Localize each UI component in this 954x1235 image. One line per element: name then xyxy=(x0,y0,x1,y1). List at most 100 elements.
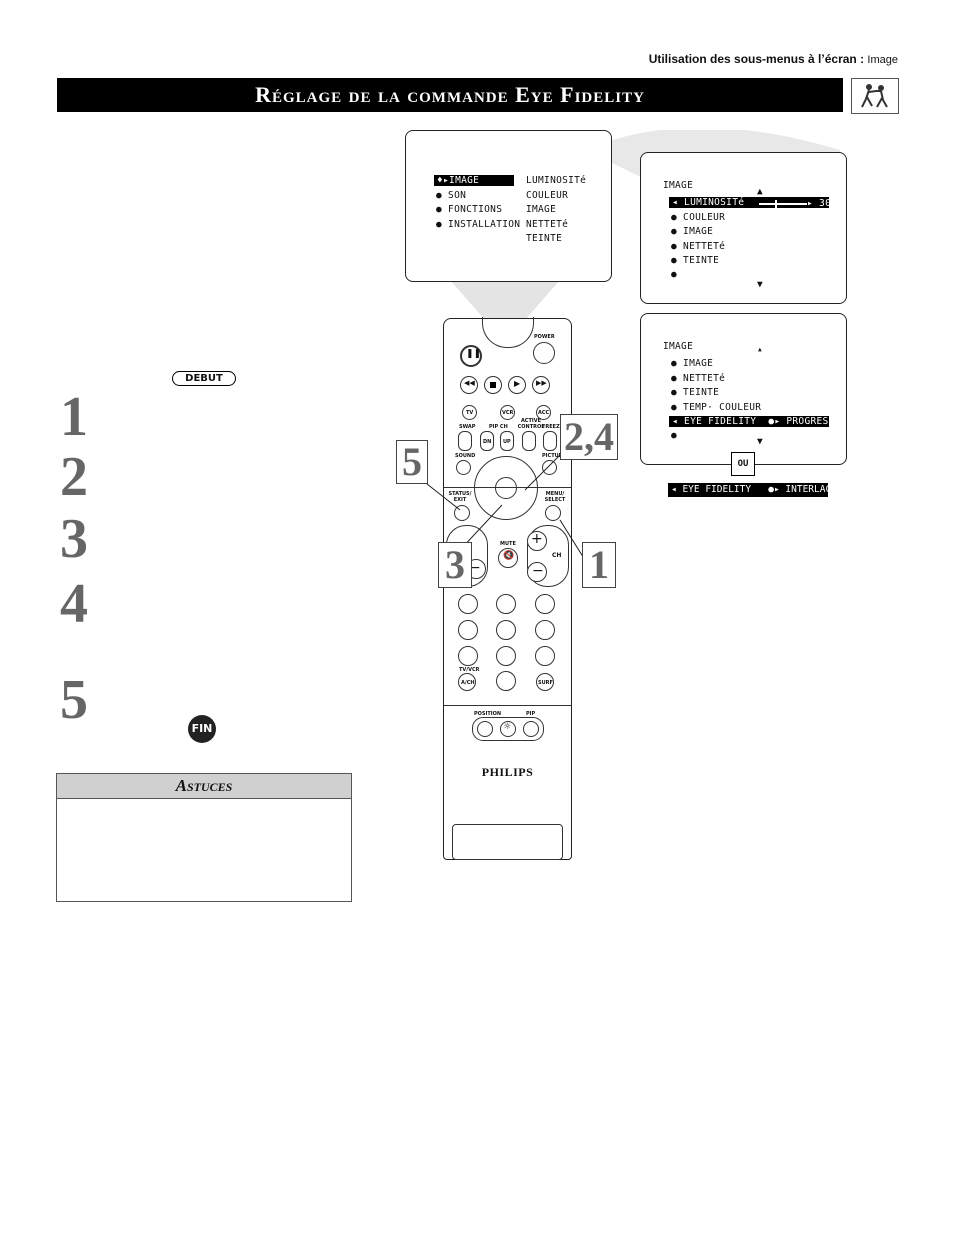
rewind-button[interactable]: ◀◀ xyxy=(460,376,478,394)
pip-ch-up-button[interactable]: UP xyxy=(500,431,514,451)
remote-control: POWER ❚❚ ◀◀ ▶ ▶▶ TV VCR ACC SWAP PIP CH … xyxy=(443,317,572,860)
channel-up-button[interactable]: + xyxy=(527,531,547,551)
digit-button-3[interactable] xyxy=(535,594,555,614)
callout-step-5: 5 xyxy=(396,440,428,484)
pip-position-button[interactable] xyxy=(477,721,493,737)
image-menu-1-item: ● IMAGE xyxy=(671,226,714,237)
image-menu-1-title: IMAGE xyxy=(663,180,694,191)
submenu-nettete: NETTETé xyxy=(526,219,569,230)
fast-forward-button[interactable]: ▶▶ xyxy=(532,376,550,394)
main-menu-item-installation: ● INSTALLATION xyxy=(436,219,521,230)
status-exit-label: STATUS/ EXIT xyxy=(448,491,472,503)
digit-button-5[interactable] xyxy=(496,620,516,640)
submenu-teinte: TEINTE xyxy=(526,233,563,244)
image-menu-1-item: ● TEINTE xyxy=(671,255,720,266)
acc-button[interactable]: ACC xyxy=(536,405,551,420)
fin-badge: FIN xyxy=(188,715,216,743)
freeze-button[interactable] xyxy=(543,431,557,451)
position-label: POSITION xyxy=(474,711,502,717)
more-items-icon: ● xyxy=(671,269,678,280)
scroll-down-arrow-icon: ▼ xyxy=(757,436,764,447)
channel-down-button[interactable]: − xyxy=(527,562,547,582)
ch-label: CH xyxy=(552,552,562,559)
divider-line xyxy=(444,487,571,488)
pip-ch-down-button[interactable]: DN xyxy=(480,431,494,451)
power-button[interactable] xyxy=(533,342,555,364)
pip-sun-button[interactable]: ☼ xyxy=(500,721,516,737)
image-menu-2-item: ● TEINTE xyxy=(671,387,720,398)
callout-step-2-4: 2,4 xyxy=(560,414,618,460)
tips-title: Astuces xyxy=(57,774,351,799)
pipch-label: PIP CH xyxy=(489,424,508,430)
digit-button-8[interactable] xyxy=(496,646,516,666)
picture-button[interactable] xyxy=(542,460,557,475)
image-menu-1-item: ● NETTETé xyxy=(671,241,726,252)
ir-window-icon xyxy=(482,317,534,348)
freeze-label: FREEZE xyxy=(542,424,564,430)
header-subsection: Image xyxy=(867,54,898,66)
or-label: OU xyxy=(731,452,755,476)
scroll-up-arrow-icon: ▲ xyxy=(757,186,764,197)
vcr-button[interactable]: VCR xyxy=(500,405,515,420)
digit-button-2[interactable] xyxy=(496,594,516,614)
sound-label: SOUND xyxy=(455,453,476,459)
sound-button[interactable] xyxy=(456,460,471,475)
step-number-5: 5 xyxy=(60,669,88,731)
power-label: POWER xyxy=(534,334,555,340)
more-items-icon: ● xyxy=(671,430,678,441)
step-number-3: 3 xyxy=(60,508,88,570)
eye-fidelity-interlaced-bar: ◂ EYE FIDELITY ●▸ INTERLACED xyxy=(668,483,843,497)
image-menu-2-item: ● IMAGE xyxy=(671,358,714,369)
active-control-button[interactable] xyxy=(522,431,536,451)
image-menu-screen-1: IMAGE ▲ ◂ LUMINOSITé ▸ 30 ● COULEUR ● IM… xyxy=(640,152,847,304)
eye-fidelity-selected-row: ◂ EYE FIDELITY ●▸ PROGRESSIVE xyxy=(669,416,852,427)
menu-select-button[interactable] xyxy=(545,505,561,521)
step-number-1: 1 xyxy=(60,386,88,448)
submenu-image: IMAGE xyxy=(526,204,557,215)
digit-button-6[interactable] xyxy=(535,620,555,640)
submenu-luminosite: LUMINOSITé xyxy=(526,175,587,186)
image-menu-2-item: ● NETTETé xyxy=(671,373,726,384)
mute-button[interactable]: 🔇 xyxy=(498,548,518,568)
luminosite-value: ▸ 30 xyxy=(807,198,832,209)
digit-button-1[interactable] xyxy=(458,594,478,614)
tv-button[interactable]: TV xyxy=(462,405,477,420)
digit-button-4[interactable] xyxy=(458,620,478,640)
page-title-bar: Réglage de la commande Eye Fidelity xyxy=(57,78,843,112)
main-menu-item-fonctions: ● FONCTIONS xyxy=(436,204,503,215)
step-number-2: 2 xyxy=(60,446,88,508)
ach-button[interactable]: A/CH xyxy=(458,673,476,691)
brand-logo: PHILIPS xyxy=(481,765,534,779)
active-control-label: ACTIVE CONTROL xyxy=(517,418,545,430)
pip-button[interactable] xyxy=(523,721,539,737)
pip-label: PIP xyxy=(526,711,536,717)
digit-button-9[interactable] xyxy=(535,646,555,666)
pip-control-group xyxy=(472,717,544,741)
picture-label: PICTURE xyxy=(542,453,566,459)
menu-select-label: MENU/ SELECT xyxy=(544,491,566,503)
scroll-updown-arrow-icon: ▴ xyxy=(757,344,764,355)
slider-thumb-icon xyxy=(775,200,777,208)
main-menu-screen: ♦▸IMAGE ● SON ● FONCTIONS ● INSTALLATION… xyxy=(405,130,612,282)
image-menu-screen-2: IMAGE ▴ ● IMAGE ● NETTETé ● TEINTE ● TEM… xyxy=(640,313,852,465)
pause-button[interactable]: ❚❚ xyxy=(460,345,482,367)
tvvcr-label: TV/VCR xyxy=(459,667,480,673)
swap-button[interactable] xyxy=(458,431,472,451)
divider-line xyxy=(444,705,571,706)
surf-button[interactable]: SURF xyxy=(536,673,554,691)
digit-button-7[interactable] xyxy=(458,646,478,666)
main-menu-item-son: ● SON xyxy=(436,190,467,201)
play-button[interactable]: ▶ xyxy=(508,376,526,394)
submenu-couleur: COULEUR xyxy=(526,190,569,201)
navigation-center-button[interactable] xyxy=(495,477,517,499)
digit-button-0[interactable] xyxy=(496,671,516,691)
swap-label: SWAP xyxy=(459,424,476,430)
image-menu-1-item: ● COULEUR xyxy=(671,212,726,223)
mute-label: MUTE xyxy=(500,541,516,547)
luminosite-slider-icon xyxy=(759,203,807,205)
channel-rocker[interactable] xyxy=(527,525,569,587)
running-header: Utilisation des sous-menus à l’écran : I… xyxy=(600,52,898,66)
callout-step-1: 1 xyxy=(582,542,616,588)
tips-box: Astuces xyxy=(56,773,352,902)
stop-button[interactable] xyxy=(484,376,502,394)
